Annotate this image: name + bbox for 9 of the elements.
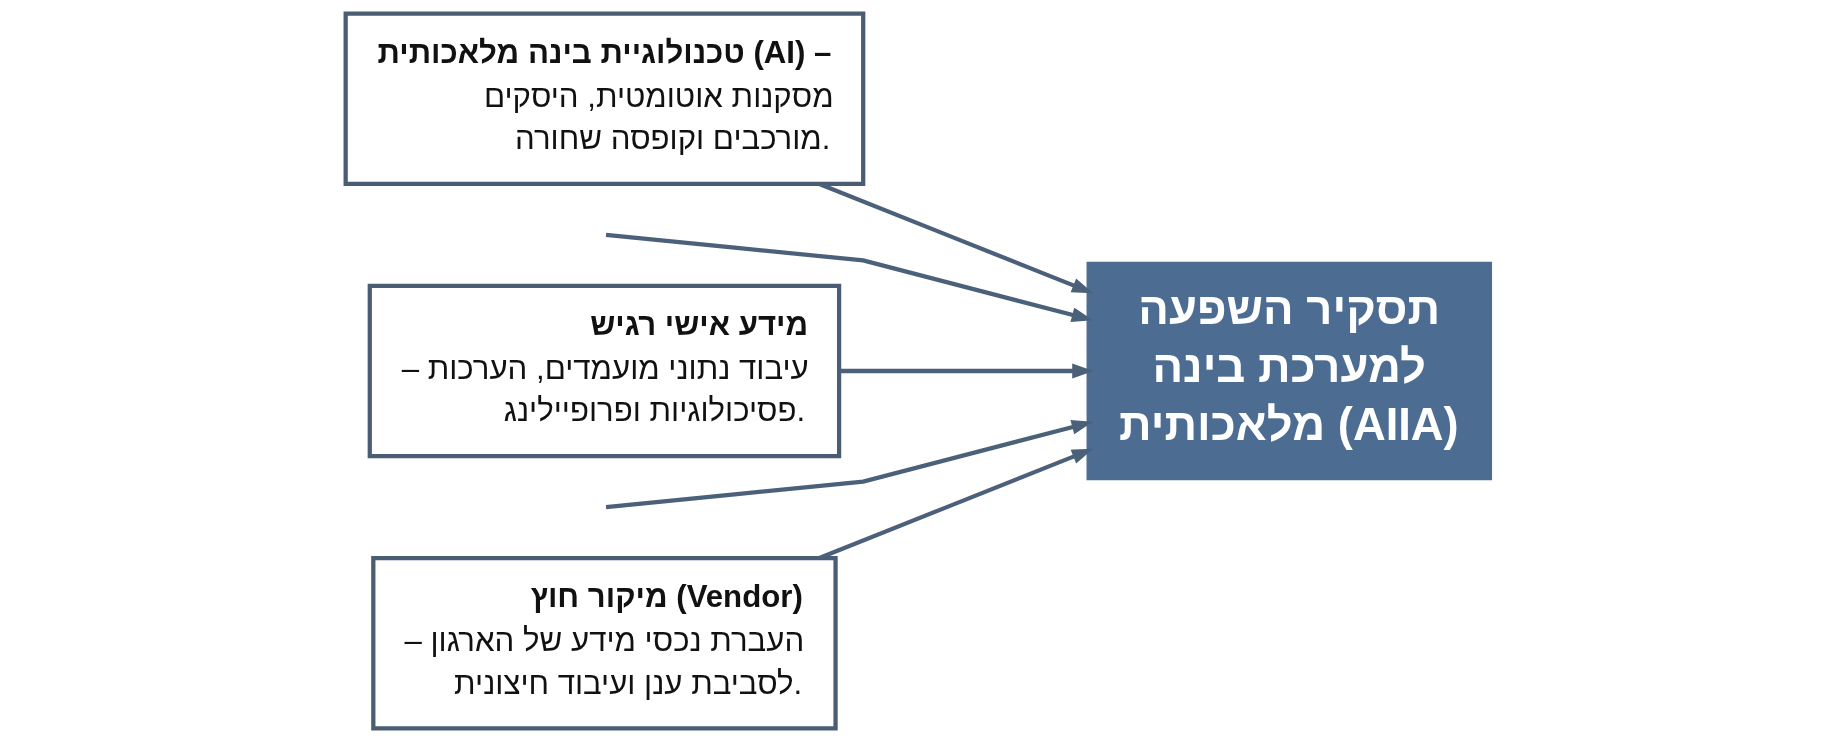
node-box: טכנולוגיית בינה מלאכותית (AI) – מסקנות אוטומטית, היסקים מורכבים וקופסה שחורה.: [343, 11, 866, 186]
node-box: מיקור חוץ (Vendor) – העברת נכסי מידע של הארגון לסביבת ענן ועיבוד חיצונית.: [371, 556, 838, 731]
arrow: [818, 448, 1094, 560]
arrow: [818, 182, 1094, 294]
arrow: [605, 232, 1093, 323]
arrow: [605, 419, 1093, 510]
node-box: תסקיר השפעה למערכת בינה מלאכותית (AIIA): [1086, 261, 1493, 481]
arrow: [839, 363, 1094, 379]
node-box: מידע אישי רגיש – עיבוד נתוני מועמדים, הערכות פסיכולוגיות ופרופיילינג.: [367, 283, 842, 459]
